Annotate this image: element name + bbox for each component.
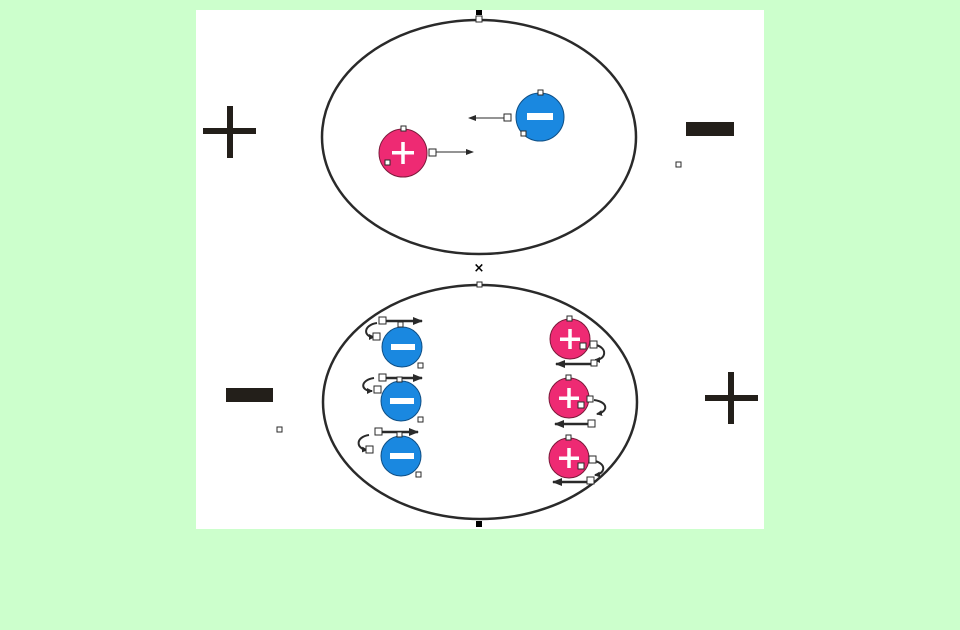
bottom-left-electrode-minus-sign xyxy=(226,388,273,402)
bottom-negative-charge-3[interactable] xyxy=(380,435,422,477)
top-cell-outline xyxy=(320,18,638,256)
bottom-positive-charge-1[interactable] xyxy=(549,318,591,360)
top-edge-marker xyxy=(476,10,482,15)
top-selection-handles[interactable] xyxy=(384,15,682,168)
bottom-positive-charge-3[interactable] xyxy=(548,437,590,479)
bottom-right-electrode-plus-sign xyxy=(705,372,758,424)
bottom-selection-handles[interactable] xyxy=(276,281,598,485)
bottom-right-force-arrows xyxy=(552,360,594,486)
bottom-edge-marker xyxy=(476,521,482,527)
bottom-panel xyxy=(226,281,758,527)
center-x-marker: × xyxy=(474,261,485,276)
top-panel xyxy=(203,10,734,256)
bottom-negative-charge-2[interactable] xyxy=(380,380,422,422)
top-right-electrode-minus-sign xyxy=(686,122,734,136)
top-positive-charge[interactable] xyxy=(378,128,428,178)
top-left-electrode-plus-sign xyxy=(203,106,256,158)
bottom-left-rotation-arrows xyxy=(357,322,378,453)
bottom-positive-charge-2[interactable] xyxy=(548,377,590,419)
diagram-canvas: × xyxy=(196,10,764,529)
bottom-negative-charge-1[interactable] xyxy=(381,326,423,368)
